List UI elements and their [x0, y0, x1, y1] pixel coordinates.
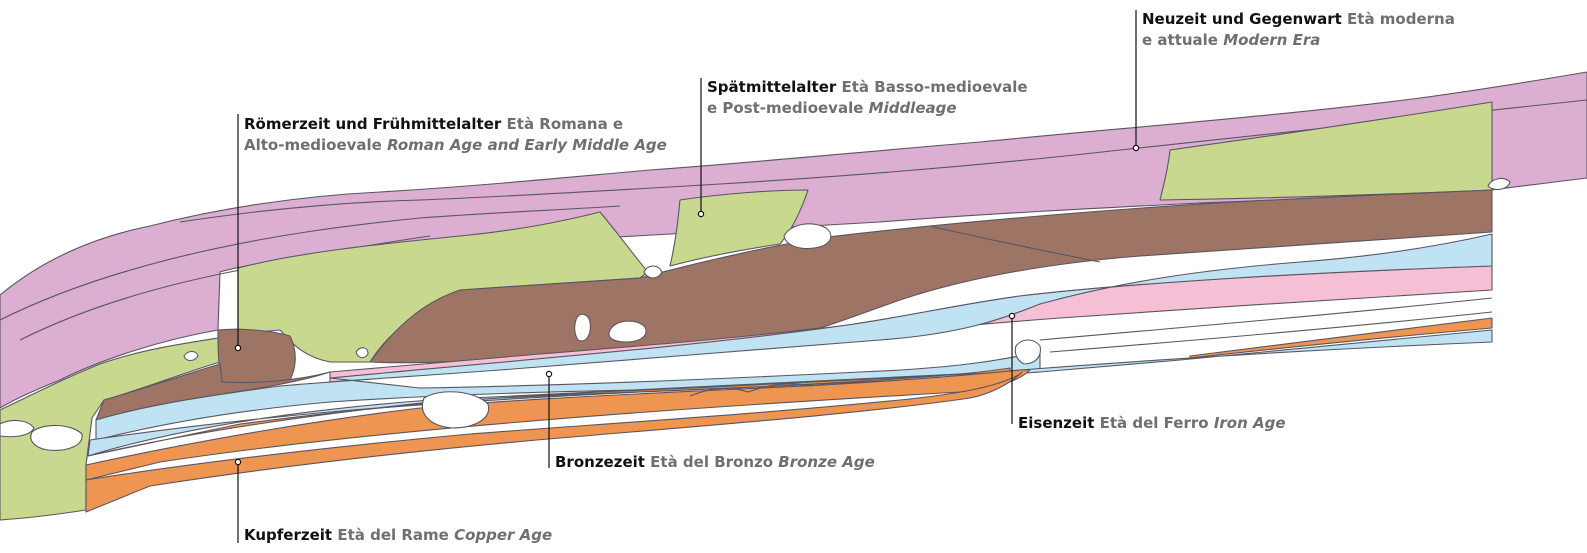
label-bronze-de: Bronzezeit — [555, 453, 645, 471]
marker-modern — [1133, 145, 1138, 150]
label-roman-it: Età Romana e — [507, 115, 624, 133]
label-copper-en: Copper Age — [454, 526, 552, 544]
stone — [31, 425, 82, 450]
label-iron-age: Eisenzeit Età del Ferro Iron Age — [1018, 413, 1286, 434]
stone — [422, 392, 488, 428]
label-iron-de: Eisenzeit — [1018, 414, 1094, 432]
label-modern-it-2: e attuale — [1142, 31, 1218, 49]
label-late-medieval: Spätmittelalter Età Basso-medioevale e P… — [707, 77, 1028, 119]
label-bronze-age: Bronzezeit Età del Bronzo Bronze Age — [555, 452, 875, 473]
stone — [575, 314, 591, 341]
label-roman-en: Roman Age and Early Middle Age — [387, 136, 667, 154]
label-iron-en: Iron Age — [1214, 414, 1286, 432]
label-copper-it: Età del Rame — [337, 526, 449, 544]
label-bronze-it: Età del Bronzo — [650, 453, 773, 471]
marker-iron — [1009, 313, 1014, 318]
label-late-medieval-en: Middleage — [869, 99, 957, 117]
label-late-medieval-de: Spätmittelalter — [707, 78, 836, 96]
stone — [356, 348, 368, 358]
label-late-medieval-it-2: e Post-medioevale — [707, 99, 863, 117]
layer-roman-early-medieval — [218, 329, 295, 383]
label-modern-de: Neuzeit und Gegenwart — [1142, 10, 1342, 28]
label-modern-era: Neuzeit und Gegenwart Età moderna e attu… — [1142, 9, 1455, 51]
marker-roman — [235, 345, 240, 350]
label-copper-age: Kupferzeit Età del Rame Copper Age — [244, 525, 552, 546]
stone — [644, 266, 662, 278]
label-roman-de: Römerzeit und Frühmittelalter — [244, 115, 501, 133]
marker-bronze — [546, 371, 551, 376]
label-bronze-en: Bronze Age — [778, 453, 874, 471]
label-roman-it-2: Alto-medioevale — [244, 136, 382, 154]
label-iron-it: Età del Ferro — [1100, 414, 1209, 432]
label-modern-it: Età moderna — [1347, 10, 1455, 28]
label-copper-de: Kupferzeit — [244, 526, 332, 544]
marker-copper — [235, 459, 240, 464]
label-late-medieval-it: Età Basso-medioevale — [842, 78, 1028, 96]
label-roman-age: Römerzeit und Frühmittelalter Età Romana… — [244, 114, 667, 156]
marker-late-medieval — [698, 211, 703, 216]
label-modern-en: Modern Era — [1223, 31, 1320, 49]
